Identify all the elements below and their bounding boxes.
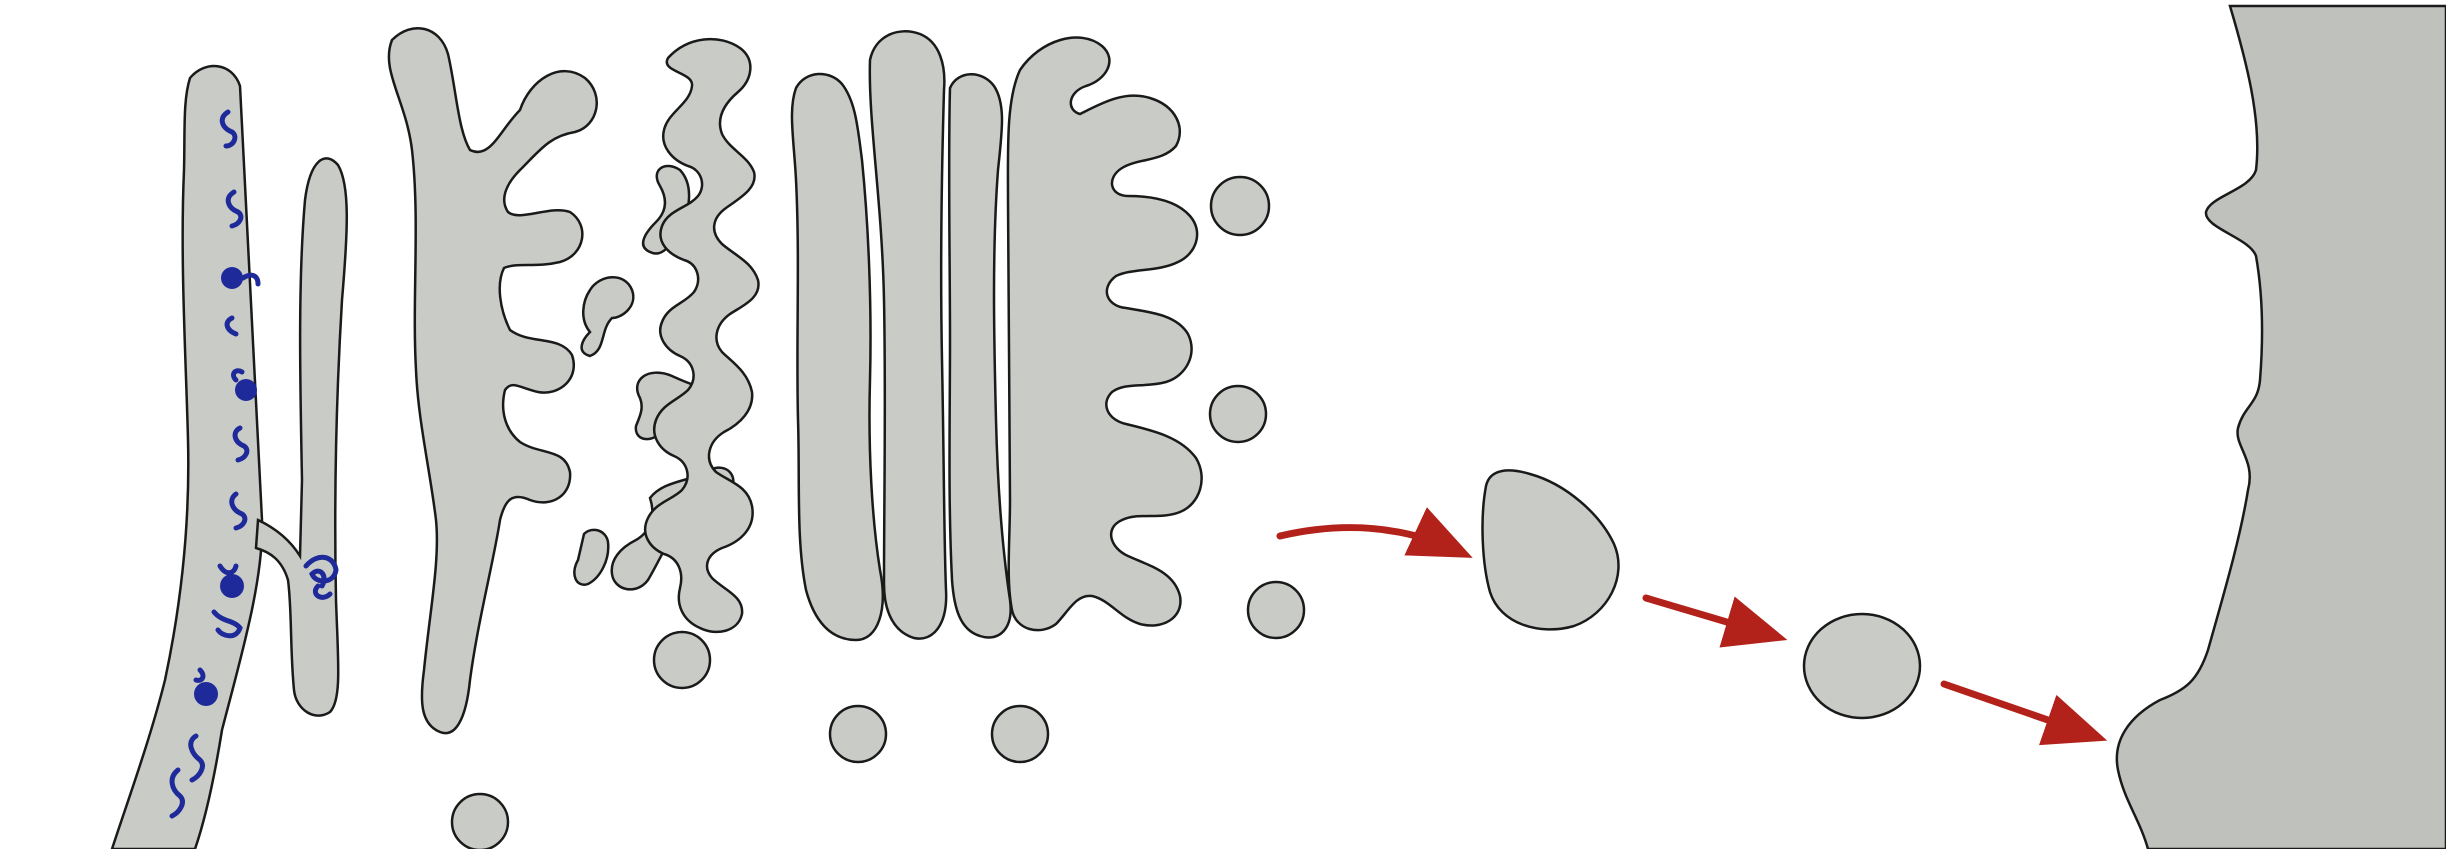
budding-vesicle: [830, 706, 886, 762]
golgi-cisterna-1: [645, 39, 758, 632]
folded-protein: [221, 267, 243, 289]
transport-vesicle: [1483, 470, 1619, 629]
cis-golgi-main: [389, 28, 597, 733]
budding-vesicle: [992, 706, 1048, 762]
vesicle-small: [452, 794, 508, 849]
arrow-vesicle-to-vesicle: [1646, 598, 1774, 636]
er-branch: [256, 158, 347, 715]
trans-golgi-vesicle: [1210, 386, 1266, 442]
trans-golgi-vesicle: [1211, 177, 1269, 235]
secretory-vesicle: [1804, 614, 1920, 718]
golgi-cisterna-4: [949, 74, 1011, 637]
arrow-golgi-to-vesicle: [1280, 528, 1460, 552]
plasma-membrane: [2117, 6, 2446, 849]
trans-golgi-network: [1008, 38, 1202, 631]
golgi-cisterna-2: [792, 74, 883, 640]
folded-protein: [220, 574, 244, 598]
arrow-vesicle-to-membrane: [1944, 684, 2094, 736]
cis-golgi-tubules: [389, 28, 597, 849]
folded-protein: [194, 682, 218, 706]
golgi-stack: [574, 31, 1304, 762]
golgi-fragment: [582, 277, 634, 356]
trans-golgi-vesicle: [1248, 582, 1304, 638]
transport-arrows: [1280, 528, 2094, 736]
budding-vesicle: [654, 632, 710, 688]
golgi-cisterna-3: [870, 31, 946, 638]
endoplasmic-reticulum: [112, 66, 347, 849]
folded-protein: [235, 379, 257, 401]
